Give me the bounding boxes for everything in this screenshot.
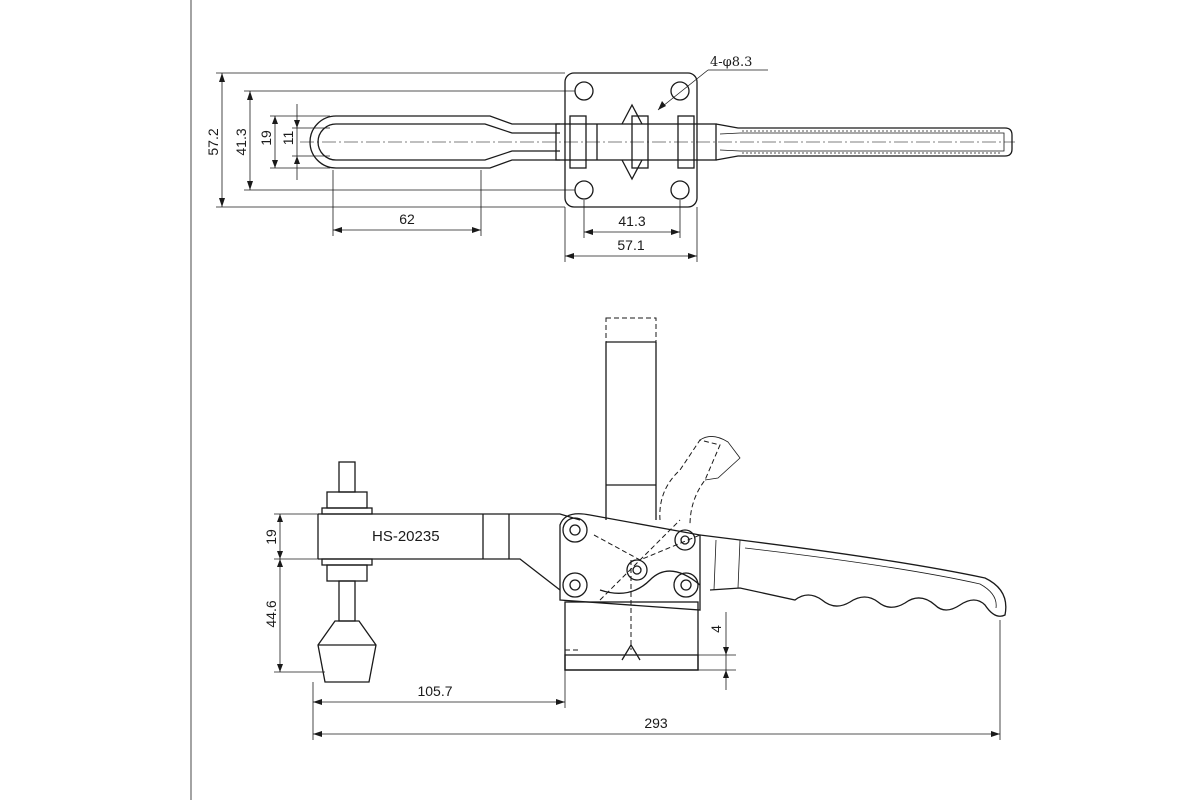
pivot-pin-4: [674, 529, 696, 551]
pivot-pin-5: [673, 572, 699, 598]
nut-bottom: [326, 564, 368, 582]
pivot-pin-4-core: [680, 535, 690, 545]
mount-hole-tr: [670, 81, 690, 101]
mount-hole-tl: [574, 81, 594, 101]
linkage-diamond: [621, 103, 643, 181]
base-notch: [621, 643, 641, 661]
dim-base-width: 57.1: [617, 237, 644, 253]
spindle-bolt: [338, 580, 356, 622]
clamp-arm: [317, 513, 581, 591]
hole-note: 4-φ8.3: [710, 55, 752, 70]
dim-base-thickness: 4: [708, 625, 724, 633]
linkage-body: [555, 123, 717, 161]
dim-slot-width: 11: [280, 131, 296, 146]
dim-overall-height: 57.2: [205, 128, 221, 155]
lever-grip: [715, 123, 1013, 161]
dim-spindle-height: 44.6: [263, 600, 279, 627]
pivot-pin-2-core: [569, 579, 581, 591]
pivot-block-2: [631, 115, 649, 169]
pivot-pin-3: [626, 559, 648, 581]
handle-loop: [309, 115, 560, 169]
base-plate: [564, 72, 698, 208]
pivot-block-1: [569, 115, 587, 169]
pivot-block-3: [677, 115, 695, 169]
base-flange: [564, 654, 699, 671]
dim-slot-length: 62: [399, 211, 415, 227]
dim-hole-spacing-h: 41.3: [618, 213, 645, 229]
dim-reach: 105.7: [417, 683, 452, 699]
arm-open-position: [605, 317, 657, 343]
handle-open-dashed: [659, 439, 721, 526]
top-view: 57.2 41.3 19 11 62 41.3: [205, 55, 1015, 262]
washer-top: [321, 507, 373, 515]
dim-hole-spacing-v: 41.3: [233, 128, 249, 155]
mount-hole-br: [670, 180, 690, 200]
link-bar: [599, 570, 701, 594]
hole-leader-arrow: [658, 101, 666, 110]
pivot-pin-1-core: [569, 524, 581, 536]
spindle-rubber-tip: [317, 620, 377, 683]
pivot-pin-1: [562, 517, 588, 543]
lever-handle: [699, 534, 1007, 617]
dim-arm-height: 19: [263, 529, 279, 545]
model-label: HS-20235: [372, 528, 440, 545]
dim-arrows: [723, 647, 729, 678]
washer-bottom: [321, 558, 373, 566]
pivot-pin-5-core: [680, 579, 692, 591]
pivot-pin-2: [562, 572, 588, 598]
side-view: HS-20235 19: [263, 317, 1007, 740]
nut-top: [326, 491, 368, 509]
spindle-bolt-top: [338, 461, 356, 493]
pivot-pin-3-core: [632, 565, 642, 575]
lever-grip-inner: [719, 132, 1005, 152]
handle-loop-inner: [317, 123, 560, 161]
mount-hole-bl: [574, 180, 594, 200]
handle-open-tip: [699, 436, 741, 481]
dim-arm-width: 19: [258, 130, 274, 146]
lever-handle-inner: [744, 547, 997, 609]
dim-overall-length: 293: [644, 715, 668, 731]
lever-handle-grip: [713, 539, 741, 591]
hole-leader: [657, 69, 709, 111]
